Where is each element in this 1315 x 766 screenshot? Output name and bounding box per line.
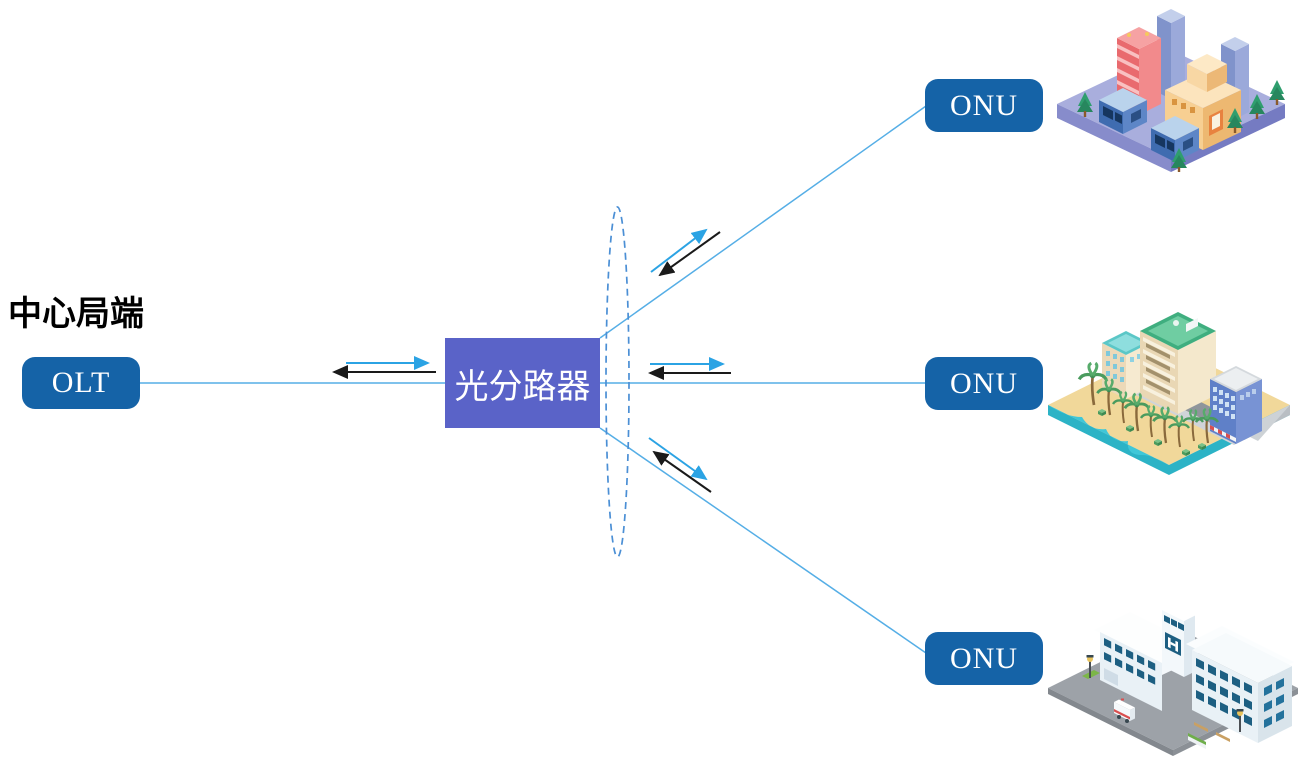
hospital-right-block bbox=[1186, 626, 1294, 743]
downstream-arrow-icon bbox=[648, 437, 708, 481]
onu-node-top: ONU bbox=[925, 79, 1043, 132]
upstream-arrow-icon bbox=[658, 231, 721, 277]
onu-node-bottom: ONU bbox=[925, 632, 1043, 685]
traffic-arrows-olt-side bbox=[332, 356, 436, 379]
beach-hotel-building bbox=[1140, 312, 1216, 414]
traffic-arrows-branch-bottom bbox=[648, 437, 712, 493]
central-office-label: 中心局端 bbox=[8, 296, 144, 333]
onu-node-label: ONU bbox=[950, 88, 1018, 122]
city-blue-house-left bbox=[1099, 88, 1147, 134]
olt-node: OLT bbox=[22, 357, 140, 409]
fiber-splitter-to-onu-bottom bbox=[599, 427, 927, 654]
onu-node-label: ONU bbox=[950, 366, 1018, 400]
hospital-building-illustration bbox=[1048, 604, 1298, 756]
beach-blue-building bbox=[1210, 366, 1262, 444]
upstream-arrow-icon bbox=[652, 450, 712, 493]
onu-node-middle: ONU bbox=[925, 357, 1043, 410]
onu-node-label: ONU bbox=[950, 641, 1018, 675]
beach-resort-illustration bbox=[1048, 312, 1290, 475]
olt-node-label: OLT bbox=[51, 366, 111, 399]
downstream-arrow-icon bbox=[650, 228, 708, 273]
traffic-arrows-branch-middle bbox=[648, 357, 731, 380]
splitter-lens-ellipse bbox=[605, 206, 630, 558]
fiber-splitter-to-onu-top bbox=[599, 105, 927, 339]
optical-splitter-node: 光分路器 bbox=[445, 338, 600, 428]
city-buildings-illustration bbox=[1057, 9, 1285, 172]
ambulance-icon bbox=[1114, 698, 1135, 723]
traffic-arrows-branch-top bbox=[650, 228, 721, 277]
optical-splitter-label: 光分路器 bbox=[454, 368, 591, 406]
beach-water bbox=[1048, 405, 1169, 465]
hospital-center-tower bbox=[1162, 604, 1195, 677]
hospital-street-furniture bbox=[1086, 655, 1244, 749]
